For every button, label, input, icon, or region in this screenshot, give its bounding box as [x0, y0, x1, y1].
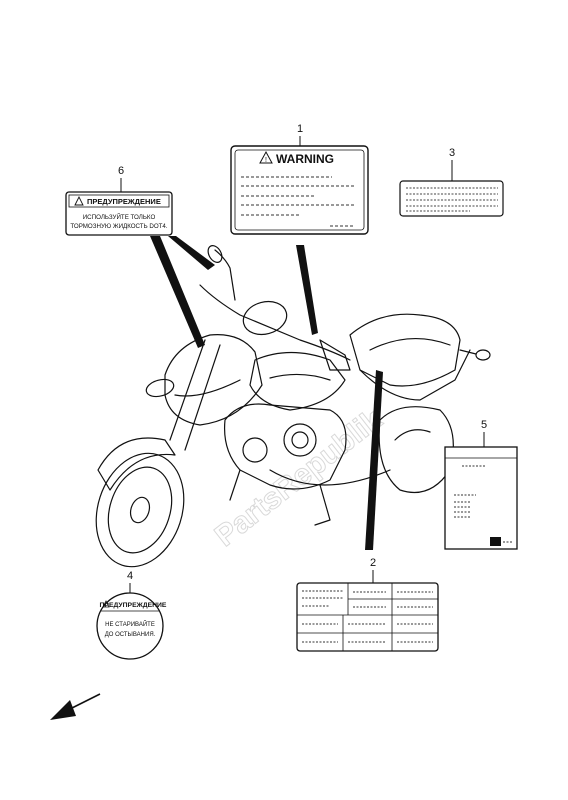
rear-wheel [378, 406, 454, 494]
callout-3: 3 [449, 147, 455, 159]
round-label-line1: НЕ СТАРИВАЙТЕ [105, 620, 155, 628]
motorcycle-illustration [95, 245, 491, 568]
headlight-cowl [164, 334, 263, 426]
label-spec-table: 2 [296, 557, 439, 652]
fuel-tank [249, 351, 346, 411]
label-russian-brake: 6 ПРЕДУПРЕЖДЕНИЕ ИСПОЛЬЗУЙТЕ ТОЛЬКО ТОРМ… [65, 165, 173, 236]
front-direction-arrow-icon [50, 693, 101, 720]
brake-label-title: ПРЕДУПРЕЖДЕНИЕ [87, 197, 161, 206]
label-russian-round: 4 ПРЕДУПРЕЖДЕНИЕ НЕ СТАРИВАЙТЕ ДО ОСТЫВА… [96, 570, 167, 660]
brake-label-line1: ИСПОЛЬЗУЙТЕ ТОЛЬКО [83, 213, 156, 221]
engine [223, 403, 347, 490]
warning-text-lines [241, 176, 356, 227]
round-label-title: ПРЕДУПРЕЖДЕНИЕ [100, 602, 167, 609]
round-label-line2: ДО ОСТЫВАНИЯ. [105, 632, 156, 638]
label-warning: 1 ! WARNING [230, 123, 369, 235]
brake-label-line2: ТОРМОЗНУЮ ЖИДКОСТЬ DOT4. [70, 223, 167, 230]
turn-signal-left [145, 378, 175, 398]
warning-title: WARNING [276, 152, 334, 166]
leader-lines [150, 236, 383, 550]
callout-6: 6 [118, 165, 124, 177]
callout-2: 2 [370, 557, 376, 569]
label-small-dense: 3 [399, 147, 504, 217]
seat [349, 313, 461, 387]
callout-4: 4 [127, 570, 133, 582]
callout-1: 1 [297, 123, 303, 135]
label-owners-manual: 5 [444, 419, 518, 550]
callout-5: 5 [481, 419, 487, 431]
svg-text:!: ! [265, 157, 267, 164]
warning-triangle-icon [259, 150, 273, 164]
warning-triangle-icon [102, 600, 110, 608]
turn-signal-rear [475, 349, 491, 361]
manual-logo-icon [490, 537, 501, 546]
front-wheel [95, 452, 185, 568]
warning-triangle-icon [74, 195, 84, 206]
mirror-left [207, 245, 223, 263]
watermark: PartsRepublik [209, 403, 389, 553]
mirror-right [242, 300, 288, 336]
